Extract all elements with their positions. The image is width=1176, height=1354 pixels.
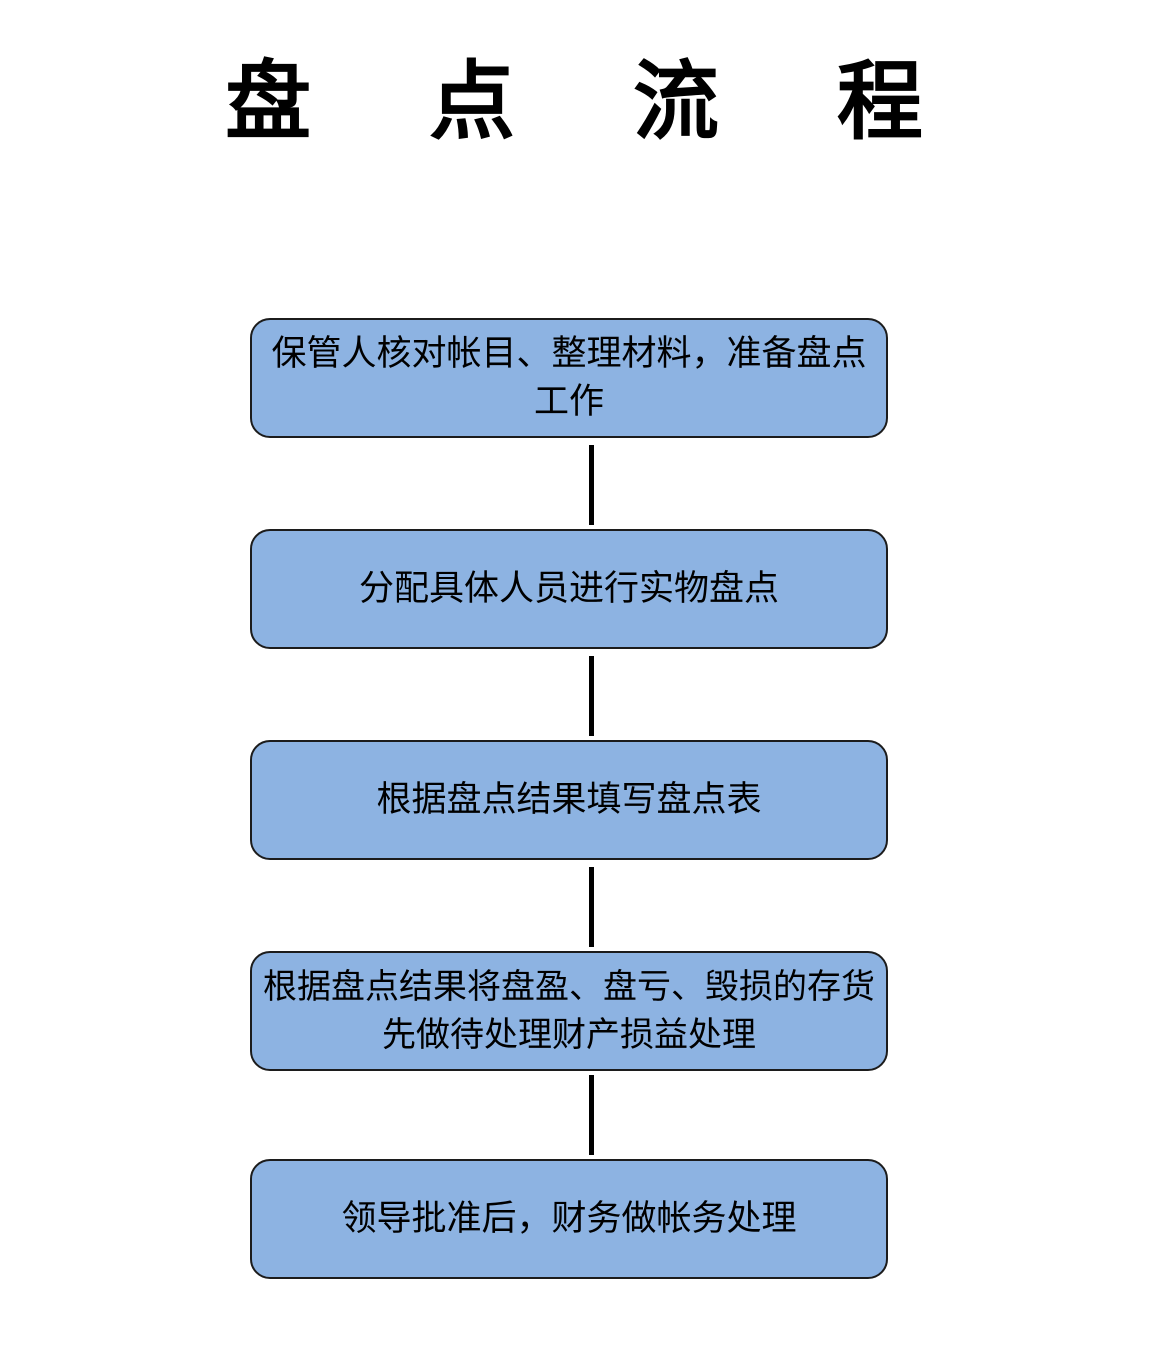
flow-step-2: 分配具体人员进行实物盘点	[250, 529, 888, 649]
flow-step-1: 保管人核对帐目、整理材料，准备盘点工作	[250, 318, 888, 438]
connector-line	[589, 1075, 594, 1155]
flow-step-3: 根据盘点结果填写盘点表	[250, 740, 888, 860]
flow-step-label: 根据盘点结果填写盘点表	[376, 780, 762, 820]
flow-step-label: 分配具体人员进行实物盘点	[358, 569, 779, 609]
flow-step-label: 根据盘点结果将盘盈、盘亏、毁损的存货先做待处理财产损益处理	[263, 967, 875, 1055]
connector-line	[589, 656, 594, 736]
flow-step-label: 领导批准后，财务做帐务处理	[341, 1199, 797, 1239]
diagram-title: 盘 点 流 程	[225, 52, 967, 152]
connector-line	[589, 867, 594, 947]
flow-step-4: 根据盘点结果将盘盈、盘亏、毁损的存货先做待处理财产损益处理	[250, 951, 888, 1071]
flow-step-label: 保管人核对帐目、整理材料，准备盘点工作	[271, 334, 867, 422]
flow-step-5: 领导批准后，财务做帐务处理	[250, 1159, 888, 1279]
connector-line	[589, 445, 594, 525]
